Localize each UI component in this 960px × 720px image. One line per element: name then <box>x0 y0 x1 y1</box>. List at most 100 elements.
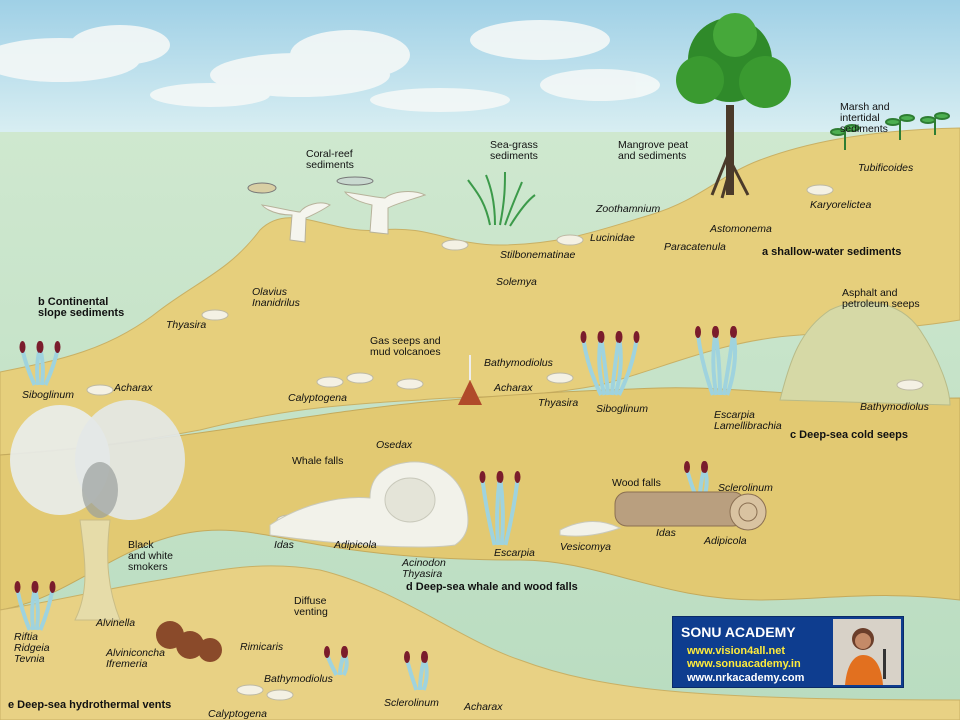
tube-worm <box>598 331 611 396</box>
coral-reef-label: Coral-reef sediments <box>306 148 354 171</box>
osedax-label: Osedax <box>376 439 413 451</box>
bathymodiolus-seep-label: Bathymodiolus <box>484 357 553 369</box>
paracatenula-label: Paracatenula <box>664 241 726 253</box>
escarpia-seep-label: Escarpia Lamellibrachia <box>714 409 782 432</box>
riftia-label: Riftia Ridgeia Tevnia <box>14 631 50 665</box>
tube-worm <box>617 331 640 396</box>
tube-worm <box>37 341 45 386</box>
acharax-vent-label: Acharax <box>464 701 503 713</box>
alvinella-label: Alvinella <box>96 617 136 629</box>
bivalve-shell <box>201 309 229 321</box>
section-e-label: e Deep-sea hydrothermal vents <box>8 699 172 711</box>
tube-worm <box>580 331 603 396</box>
bivalve-shell <box>236 684 264 696</box>
section-a-label: a shallow-water sediments <box>762 246 902 258</box>
wood-log <box>614 491 767 531</box>
badge-title: SONU ACADEMY <box>681 624 796 640</box>
bivalve-shell <box>556 234 584 246</box>
bivalve-shell <box>346 372 374 384</box>
bathymodiolus-asphalt-label: Bathymodiolus <box>860 401 929 413</box>
sea-grass-label: Sea-grass sediments <box>490 139 538 162</box>
bathymodiolus-vent-label: Bathymodiolus <box>264 673 333 685</box>
whale-falls-label: Whale falls <box>292 455 344 467</box>
tube-worm <box>341 646 349 676</box>
marsh-plants <box>830 112 950 150</box>
asphalt-label: Asphalt and petroleum seeps <box>842 287 920 310</box>
tube-worm <box>404 651 419 691</box>
tube-worm <box>497 471 505 546</box>
sediment-middle <box>0 387 960 611</box>
section-c-label: c Deep-sea cold seeps <box>790 429 909 441</box>
tube-worm <box>695 326 715 396</box>
sky <box>0 0 960 132</box>
fish <box>247 176 374 194</box>
sclerolinum-wood-label: Sclerolinum <box>718 482 773 494</box>
solemya-label: Solemya <box>496 276 537 288</box>
acharax-slope-label: Acharax <box>114 382 153 394</box>
sediment-upper <box>0 127 960 456</box>
bivalve-shell <box>266 689 294 701</box>
adipicola-wood-label: Adipicola <box>704 535 747 547</box>
diffuse-label: Diffuse venting <box>294 595 328 618</box>
section-d-label: d Deep-sea whale and wood falls <box>406 581 578 593</box>
alviniconcha-label: Alviniconcha Ifremeria <box>106 647 165 670</box>
sediment-lower <box>0 565 960 720</box>
tube-worm <box>503 471 521 546</box>
black-white-smokers <box>10 400 185 621</box>
bivalve-shell <box>316 376 344 388</box>
adipicola-whale-label: Adipicola <box>334 539 377 551</box>
tube-worm <box>725 326 738 396</box>
sea-grass <box>467 171 536 227</box>
tube-worm-clusters <box>14 326 738 691</box>
academy-watermark-badge: SONU ACADEMY www.vision4all.net www.sonu… <box>672 616 904 688</box>
bivalve-shell <box>806 184 834 196</box>
calyptogena-vent-label: Calyptogena <box>208 708 267 720</box>
tube-worm <box>713 326 722 396</box>
mangrove-label: Mangrove peat and sediments <box>618 139 689 162</box>
asphalt-mound <box>779 301 951 406</box>
tube-worm <box>32 581 40 631</box>
tube-worm <box>38 581 56 631</box>
karyorelictea-label: Karyorelictea <box>810 199 872 211</box>
thyasira-slope-label: Thyasira <box>166 319 207 331</box>
section-b-label: b Continental slope sediments <box>38 296 125 319</box>
acinodon-label: Acinodon Thyasira <box>402 557 446 580</box>
acharax-seep-label: Acharax <box>494 382 533 394</box>
idas-wood-label: Idas <box>656 527 676 539</box>
siboglinum-seep-label: Siboglinum <box>596 403 648 415</box>
presenter-photo <box>833 619 901 685</box>
bivalve-shell <box>396 378 424 390</box>
lucinidae-label: Lucinidae <box>590 232 635 244</box>
wood-falls-label: Wood falls <box>612 477 661 489</box>
clouds <box>0 20 660 112</box>
marsh-label: Marsh and intertidal sediments <box>840 101 890 135</box>
whale-skeleton <box>269 461 622 548</box>
badge-url-1: www.vision4all.net <box>687 645 786 657</box>
olavius-label: Olavius Inanidrilus <box>252 286 300 309</box>
mangrove-tree <box>676 13 791 199</box>
idas-whale-label: Idas <box>274 539 294 551</box>
vent-snail-mounds <box>156 621 222 662</box>
sclerolinum-vent-label: Sclerolinum <box>384 697 439 709</box>
badge-url-2: www.sonuacademy.in <box>687 658 801 670</box>
zoothamnium-label: Zoothamnium <box>596 203 661 215</box>
calyptogena-seep-label: Calyptogena <box>288 392 347 404</box>
gas-seep-vent <box>458 355 482 405</box>
smokers-label: Black and white smokers <box>128 539 173 573</box>
tube-worm <box>421 651 429 691</box>
tube-worm <box>14 581 32 631</box>
gas-seeps-label: Gas seeps and mud volcanoes <box>370 335 441 358</box>
tubificoides-label: Tubificoides <box>858 162 914 174</box>
tube-worm <box>479 471 497 546</box>
bivalve-shell <box>441 239 469 251</box>
vesicomya-label: Vesicomya <box>560 541 611 553</box>
tube-worm <box>324 646 339 676</box>
thyasira-seep-label: Thyasira <box>538 397 579 409</box>
stilbonematinae-label: Stilbonematinae <box>500 249 576 261</box>
bivalve-shell <box>896 379 924 391</box>
siboglinum-slope-label: Siboglinum <box>22 389 74 401</box>
badge-url-3: www.nrkacademy.com <box>687 672 805 684</box>
bivalve-shell <box>546 372 574 384</box>
astomonema-label: Astomonema <box>710 223 772 235</box>
